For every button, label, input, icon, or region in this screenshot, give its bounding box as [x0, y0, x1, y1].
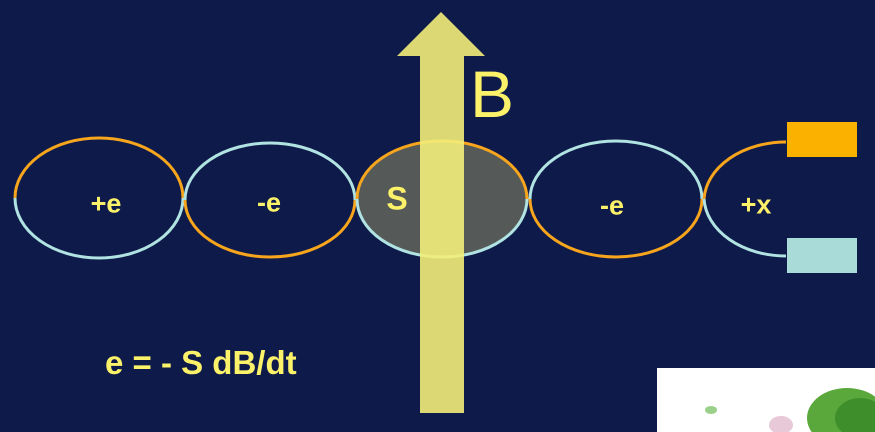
loop-2-label: -e [256, 187, 282, 218]
loop-1 [13, 136, 185, 260]
loop-1-lower-arc [13, 197, 185, 260]
legend-cyan-swatch [787, 238, 857, 273]
magnetic-field-label: B [470, 57, 515, 131]
loop-5-upper-arc [702, 140, 787, 200]
loop-4-upper-arc [528, 139, 704, 200]
legend-orange-swatch [787, 122, 857, 157]
loop-2-upper-arc [183, 141, 357, 201]
loop-4 [528, 139, 704, 259]
loop-4-label: -e [599, 190, 625, 221]
induced-emf-equation: e = - S dB/dt [105, 344, 297, 381]
corner-thumbnail-image [657, 368, 875, 432]
loop-5 [702, 140, 787, 258]
loop-4-lower-arc [528, 198, 704, 259]
loop-1-upper-arc [13, 136, 185, 199]
magnetic-field-arrow [397, 12, 485, 413]
loop-2 [183, 141, 357, 259]
loop-5-lower-arc [702, 198, 787, 258]
loop-center-label: S [386, 180, 408, 217]
loop-2-lower-arc [183, 199, 357, 259]
loop-1-label: +e [90, 188, 122, 219]
loop-5-label: +x [740, 189, 772, 220]
